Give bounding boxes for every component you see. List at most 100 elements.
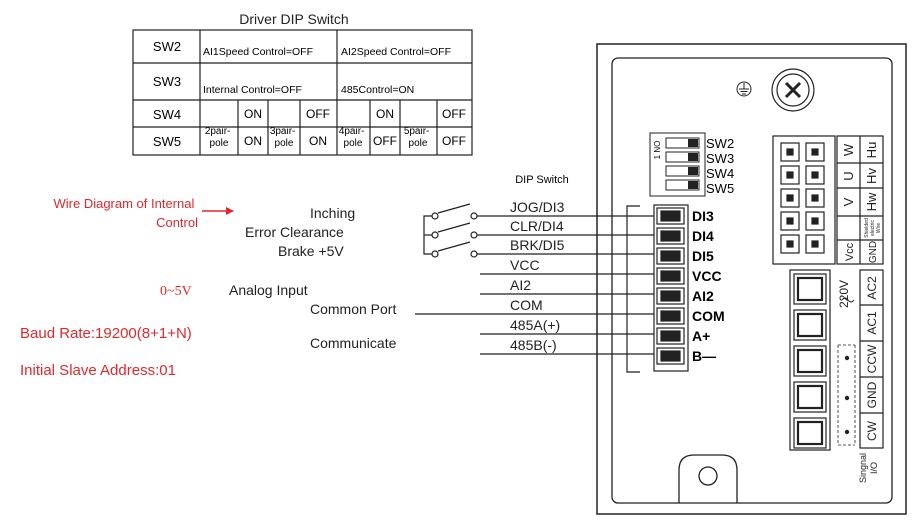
pg3-sw5-state: ON <box>309 134 327 148</box>
signal-ai2: AI2 <box>510 277 531 293</box>
connector-pins <box>780 142 825 254</box>
terminal-ai2: AI2 <box>692 288 714 304</box>
pole-group-4-line2: pole <box>344 138 363 149</box>
label-inching: Inching <box>310 205 355 221</box>
terminal-com: COM <box>692 308 725 324</box>
pole-group-2-line2: pole <box>210 138 229 149</box>
signal-jog: JOG/DI3 <box>510 199 565 215</box>
signal-brk: BRK/DI5 <box>510 237 565 253</box>
pg5-sw4-state: OFF <box>442 107 466 121</box>
dip-switch-caption: DIP Switch <box>515 174 569 186</box>
power-label-ac1: AC1 <box>865 311 879 335</box>
power-label-ac2: AC2 <box>865 276 879 300</box>
row-label-sw5: SW5 <box>153 134 181 149</box>
row-label-sw2: SW2 <box>153 39 181 54</box>
dip-switch-block: 1 NO <box>649 132 706 197</box>
label-error-clearance: Error Clearance <box>245 224 344 240</box>
label-common-port: Common Port <box>310 301 396 317</box>
terminal-di3: DI3 <box>692 208 714 224</box>
pg3-sw4-state: OFF <box>306 107 330 121</box>
pg2-sw5-state: ON <box>244 134 262 148</box>
dip-table-title: Driver DIP Switch <box>239 11 348 27</box>
wire-diagram-note-line1: Wire Diagram of Internal <box>53 196 194 211</box>
signal-vcc: VCC <box>510 257 540 273</box>
wire-diagram-note-line2: Control <box>156 215 198 230</box>
baud-rate-note: Baud Rate:19200(8+1+N) <box>20 325 192 342</box>
mounting-hole-icon <box>678 454 738 503</box>
pg5-sw5-state: OFF <box>442 134 466 148</box>
dip-label-sw2: SW2 <box>706 136 734 151</box>
switch-wiring <box>415 203 655 355</box>
pole-group-3: 3pair- pole <box>270 126 298 149</box>
signal-485b: 485B(-) <box>510 337 557 353</box>
dip-switch-labels: SW2 SW3 SW4 SW5 <box>706 136 734 196</box>
driver-panel: 1 NO DIP Switch SW2 SW3 SW4 SW5 <box>515 43 907 515</box>
screw-icon <box>771 68 815 112</box>
signal-line-labels: JOG/DI3 CLR/DI4 BRK/DI5 VCC AI2 COM 485A… <box>510 199 565 353</box>
pole-group-5-line1: 5pair- <box>404 126 430 137</box>
signal-terminal-strip <box>626 204 689 373</box>
pole-group-3-line1: 3pair- <box>270 126 296 137</box>
function-labels: Inching Error Clearance Brake +5V Analog… <box>229 205 397 351</box>
row-label-sw3: SW3 <box>153 74 181 89</box>
signal-io-line2: I/O <box>869 462 879 474</box>
terminal-b-minus: B— <box>692 348 716 364</box>
terminal-di5: DI5 <box>692 248 714 264</box>
slave-address-note: Initial Slave Address:01 <box>20 362 176 379</box>
ground-icon <box>736 81 752 97</box>
motor-label-u: U <box>841 171 856 180</box>
power-label-gnd: GND <box>865 381 879 408</box>
terminal-cells <box>656 207 685 365</box>
sw2-ai1-cell: AI1Speed Control=OFF <box>203 46 313 58</box>
sw2-ai2-cell: AI2Speed Control=OFF <box>341 46 451 58</box>
dip-label-sw5: SW5 <box>706 181 734 196</box>
pole-group-2-line1: 2pair- <box>205 126 231 137</box>
pg2-sw4-state: ON <box>244 107 262 121</box>
signal-io-label: Singnal I/O <box>858 453 879 483</box>
pole-group-3-line2: pole <box>275 138 294 149</box>
pole-group-4-line1: 4pair- <box>339 126 365 137</box>
pole-group-2: 2pair- pole <box>205 126 233 149</box>
pg4-sw4-state: ON <box>376 107 394 121</box>
power-label-ccw: CCW <box>865 344 879 373</box>
sw3-485-cell: 485Control=ON <box>341 84 414 96</box>
pole-group-4: 4pair- pole <box>339 126 367 149</box>
motor-label-hv: Hv <box>864 168 879 184</box>
pole-group-5-line2: pole <box>409 138 428 149</box>
shielded-line1: Shielded <box>864 218 870 238</box>
terminal-di4: DI4 <box>692 228 714 244</box>
range-note: 0~5V <box>160 284 192 299</box>
terminal-labels: DI3 DI4 DI5 VCC AI2 COM A+ B— <box>692 208 725 364</box>
left-notes: Wire Diagram of Internal Control 0~5V Ba… <box>20 196 234 379</box>
dip-label-sw4: SW4 <box>706 166 734 181</box>
shielded-line2: electric <box>870 220 876 236</box>
label-communicate: Communicate <box>310 335 397 351</box>
shielded-line3: Wire <box>876 223 882 233</box>
power-terminal-block <box>789 269 884 451</box>
power-screws <box>793 273 827 449</box>
signal-clr: CLR/DI4 <box>510 218 564 234</box>
sw3-internal-cell: Internal Control=OFF <box>203 84 302 96</box>
pg4-sw5-state: OFF <box>373 134 397 148</box>
motor-label-v: V <box>841 197 856 206</box>
dip-on-mark: 1 NO <box>653 141 662 160</box>
terminal-a-plus: A+ <box>692 328 710 344</box>
pole-group-5: 5pair- pole <box>404 126 432 149</box>
label-brake: Brake +5V <box>278 243 344 259</box>
motor-label-hw: Hw <box>864 192 879 211</box>
signal-io-line1: Singnal <box>858 453 868 483</box>
row-label-sw4: SW4 <box>153 107 181 122</box>
signal-com: COM <box>510 297 543 313</box>
motor-label-gnd: GND <box>868 241 879 263</box>
motor-label-vcc: Vcc <box>844 242 856 261</box>
shielded-wire-label: Shielded electric Wire <box>864 218 882 238</box>
dip-label-sw3: SW3 <box>706 151 734 166</box>
power-voltage-label: 220V <box>837 280 851 308</box>
motor-connector-labels: W Hu U Hv V Hw Vcc GND Shielded electric… <box>841 142 882 263</box>
terminal-vcc: VCC <box>692 268 722 284</box>
label-analog-input: Analog Input <box>229 282 308 298</box>
motor-label-hu: Hu <box>864 142 879 159</box>
wire-diagram-note: Wire Diagram of Internal Control <box>53 196 198 230</box>
signal-485a: 485A(+) <box>510 317 560 333</box>
